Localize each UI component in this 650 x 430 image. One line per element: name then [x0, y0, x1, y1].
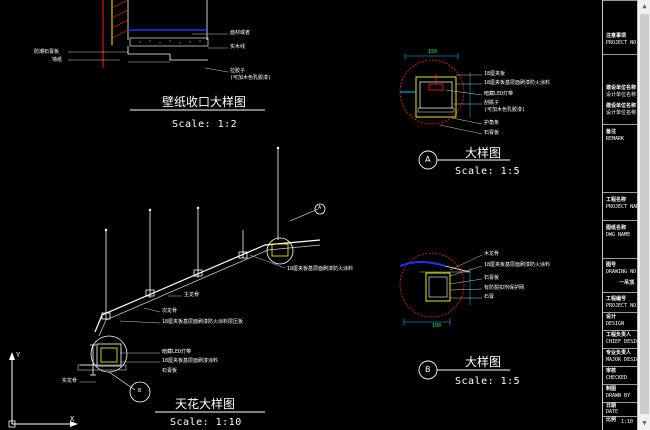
- tb-row-14-sub: DATE: [606, 409, 619, 415]
- tb-row-13-label: 制图: [606, 386, 617, 392]
- detail-b-note-3: 石膏板: [484, 275, 500, 281]
- tb-row-11-sub: MAJOR DESIGNER: [606, 357, 649, 363]
- tb-row-11-label: 专业负责人: [606, 350, 632, 356]
- detail-b-dimension: 100: [432, 323, 442, 329]
- tb-row-2-sub: 设计单位名称: [606, 92, 637, 98]
- detail-b-title: 大样图: [465, 355, 502, 369]
- tb-scale-value: 1:10: [621, 419, 634, 425]
- title-block: 注意事项 PROJECT NO. 建设单位名称 设计单位名称 建设单位名称 设计…: [602, 0, 648, 430]
- detail-b-scale: Scale: 1:5: [455, 376, 521, 387]
- detail-a-note-2: 18厘夹板基层面刷漆防火涂料: [484, 80, 551, 86]
- detail-a-scale: Scale: 1:5: [455, 166, 521, 177]
- ceiling-note-7: 石膏板: [162, 368, 178, 374]
- detail-a-marker: A: [425, 155, 431, 164]
- scroll-up-button[interactable]: ▲: [642, 2, 647, 10]
- wallpaper-note-1: 面材或者: [230, 30, 251, 36]
- ceiling-note-2: 主龙骨: [184, 292, 200, 298]
- tb-row-8-sub: PROJECT NO.: [606, 303, 640, 309]
- scroll-thumb[interactable]: [640, 14, 649, 414]
- tb-sheet-name: 一吊顶: [619, 280, 635, 286]
- cad-drawing-canvas[interactable]: [0, 0, 602, 430]
- tb-row-4-label: 备注: [606, 129, 617, 135]
- wallpaper-detail-graphic: [68, 0, 265, 111]
- ceiling-note-8: 实龙骨: [62, 378, 78, 384]
- ceiling-note-1: 18厘夹板基层面刷漆防火涂料: [287, 266, 354, 272]
- detail-b-note-4: 有防裂扣剂保护网: [484, 285, 525, 291]
- axis-y-label: Y: [16, 351, 21, 359]
- tb-row-5-sub: PROJECT NAME: [606, 204, 643, 210]
- tb-row-1-label: 注意事项: [606, 33, 627, 39]
- ceiling-note-5: 暗藏LED灯带: [162, 349, 192, 355]
- detail-b-note-5: 石膏: [484, 294, 495, 300]
- wallpaper-note-6: (可加木色乳胶漆): [230, 75, 272, 81]
- tb-row-3-sub: 设计单位名称: [606, 110, 637, 116]
- ceiling-detail-graphic: [77, 146, 326, 413]
- wallpaper-note-2: 实木线: [230, 44, 246, 50]
- tb-row-5-label: 工程名称: [606, 197, 627, 203]
- tb-row-9-sub: DESIGN: [606, 321, 625, 327]
- detail-a-note-5: (可加木色乳胶漆): [484, 107, 526, 113]
- tb-row-14-label: 日期: [606, 403, 617, 409]
- wallpaper-detail-scale: Scale: 1:2: [172, 119, 238, 130]
- scroll-down-button[interactable]: ▼: [642, 419, 647, 427]
- tb-row-7-label: 图号: [606, 262, 617, 268]
- ceiling-detail-scale: Scale: 1:10: [170, 417, 242, 428]
- detail-b-note-1: 木龙骨: [484, 251, 500, 257]
- ucs-axis-icon: [8, 352, 78, 428]
- detail-b-graphic: [399, 252, 510, 380]
- detail-a-title: 大样图: [465, 146, 502, 160]
- wallpaper-detail-title: 壁纸收口大样图: [162, 95, 247, 109]
- tb-row-13-sub: DRAWN BY: [606, 393, 631, 399]
- vertical-scrollbar[interactable]: ▲ ▼: [637, 0, 650, 430]
- ceiling-callout-top: A: [318, 205, 322, 211]
- tb-row-15-label: 比例: [606, 417, 617, 423]
- detail-a-note-6: 护角条: [484, 120, 500, 126]
- tb-row-3-label: 建设单位名称: [606, 103, 637, 109]
- tb-row-4-sub: REMARK: [606, 136, 625, 142]
- tb-row-9-label: 设计: [606, 314, 617, 320]
- detail-a-note-1: 18厘夹板: [484, 71, 506, 77]
- tb-row-8-label: 工程编号: [606, 296, 627, 302]
- detail-a-dimension: 150: [428, 49, 438, 55]
- tb-row-10-label: 工程负责人: [606, 332, 632, 338]
- detail-a-graphic: [399, 53, 510, 170]
- ceiling-detail-title: 天花大样图: [175, 397, 236, 411]
- tb-row-10-sub: CHIEF DESIGNER: [606, 339, 649, 345]
- wallpaper-note-3: 防潮石膏板: [34, 49, 60, 55]
- detail-a-note-3: 暗藏LED灯带: [484, 91, 514, 97]
- ceiling-callout-bottom: B: [138, 388, 142, 394]
- tb-row-6-sub: DWG NAME: [606, 232, 631, 238]
- tb-row-1-sub: PROJECT NO.: [606, 40, 640, 46]
- wallpaper-note-5: 拉胶子: [230, 68, 246, 74]
- detail-b-marker: B: [425, 365, 431, 374]
- detail-a-note-7: 石膏板: [484, 130, 500, 136]
- ceiling-note-6: 18厘夹板基层面刷漆涂料: [162, 358, 219, 364]
- axis-x-label: X: [70, 415, 75, 423]
- tb-row-6-label: 图纸名称: [606, 225, 627, 231]
- ceiling-note-3: 次龙骨: [162, 308, 178, 314]
- detail-a-note-4: 刮腻子: [484, 100, 500, 106]
- tb-row-2-label: 建设单位名称: [606, 85, 637, 91]
- tb-row-12-sub: CHECKED: [606, 375, 628, 381]
- tb-row-7-sub: DRAWING NO.: [606, 269, 640, 275]
- ceiling-note-4: 18厘夹板基层面刷漆防火涂料层压板: [162, 319, 244, 325]
- detail-b-note-2: 18厘夹板基层面刷漆防火涂料: [484, 262, 551, 268]
- tb-row-12-label: 审核: [606, 368, 617, 374]
- wallpaper-note-4: 墙纸: [52, 57, 63, 63]
